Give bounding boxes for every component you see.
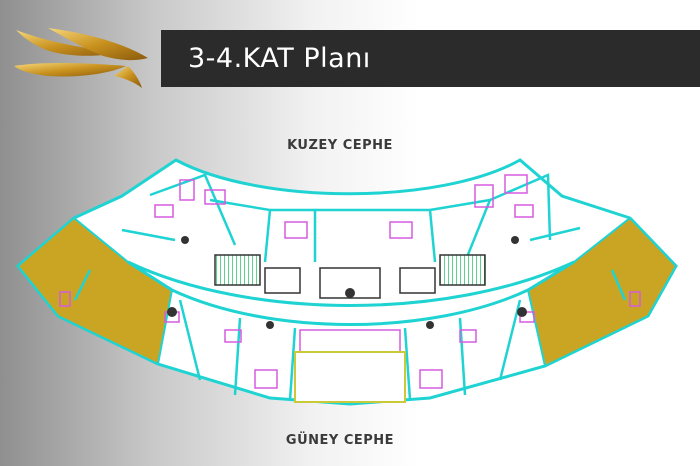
south-rooms bbox=[73, 269, 627, 401]
header-bar: 3-4.KAT Planı bbox=[161, 30, 700, 87]
stair-east bbox=[439, 254, 486, 286]
stair-west bbox=[214, 254, 261, 286]
south-facade-label: GÜNEY CEPHE bbox=[285, 433, 395, 448]
floor-plan bbox=[15, 158, 678, 406]
golden-wings-logo-icon bbox=[14, 28, 148, 88]
fixtures bbox=[167, 236, 527, 329]
south-lobby bbox=[294, 351, 406, 403]
north-facade-label: KUZEY CEPHE bbox=[287, 138, 393, 153]
page-title: 3-4.KAT Planı bbox=[188, 43, 371, 74]
core-south bbox=[299, 329, 401, 353]
furniture bbox=[59, 174, 641, 389]
central-corridor bbox=[127, 260, 575, 326]
lift-west bbox=[264, 267, 301, 294]
north-rooms bbox=[121, 173, 581, 263]
lift-east bbox=[399, 267, 436, 294]
